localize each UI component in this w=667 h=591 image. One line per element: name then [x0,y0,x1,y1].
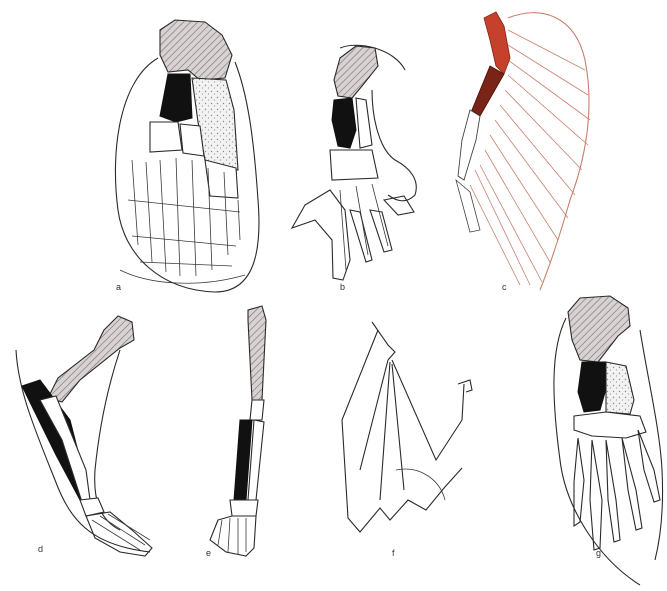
panel-label-e: e [206,548,211,558]
panel-f-bat-wing [342,322,472,532]
panel-c-bird-wing [456,12,590,290]
panel-label-a: a [116,282,121,292]
panel-label-d: d [38,544,43,554]
panel-label-b: b [340,282,345,292]
panel-g-forelimb [554,296,663,585]
panel-a-flipper [115,20,259,292]
panel-label-c: c [502,282,507,292]
panel-b-forelimb [292,45,416,280]
panel-e-limb [210,306,266,556]
panel-label-g: g [596,548,601,558]
panel-d-hindlimb [16,316,152,556]
panel-label-f: f [392,548,395,558]
